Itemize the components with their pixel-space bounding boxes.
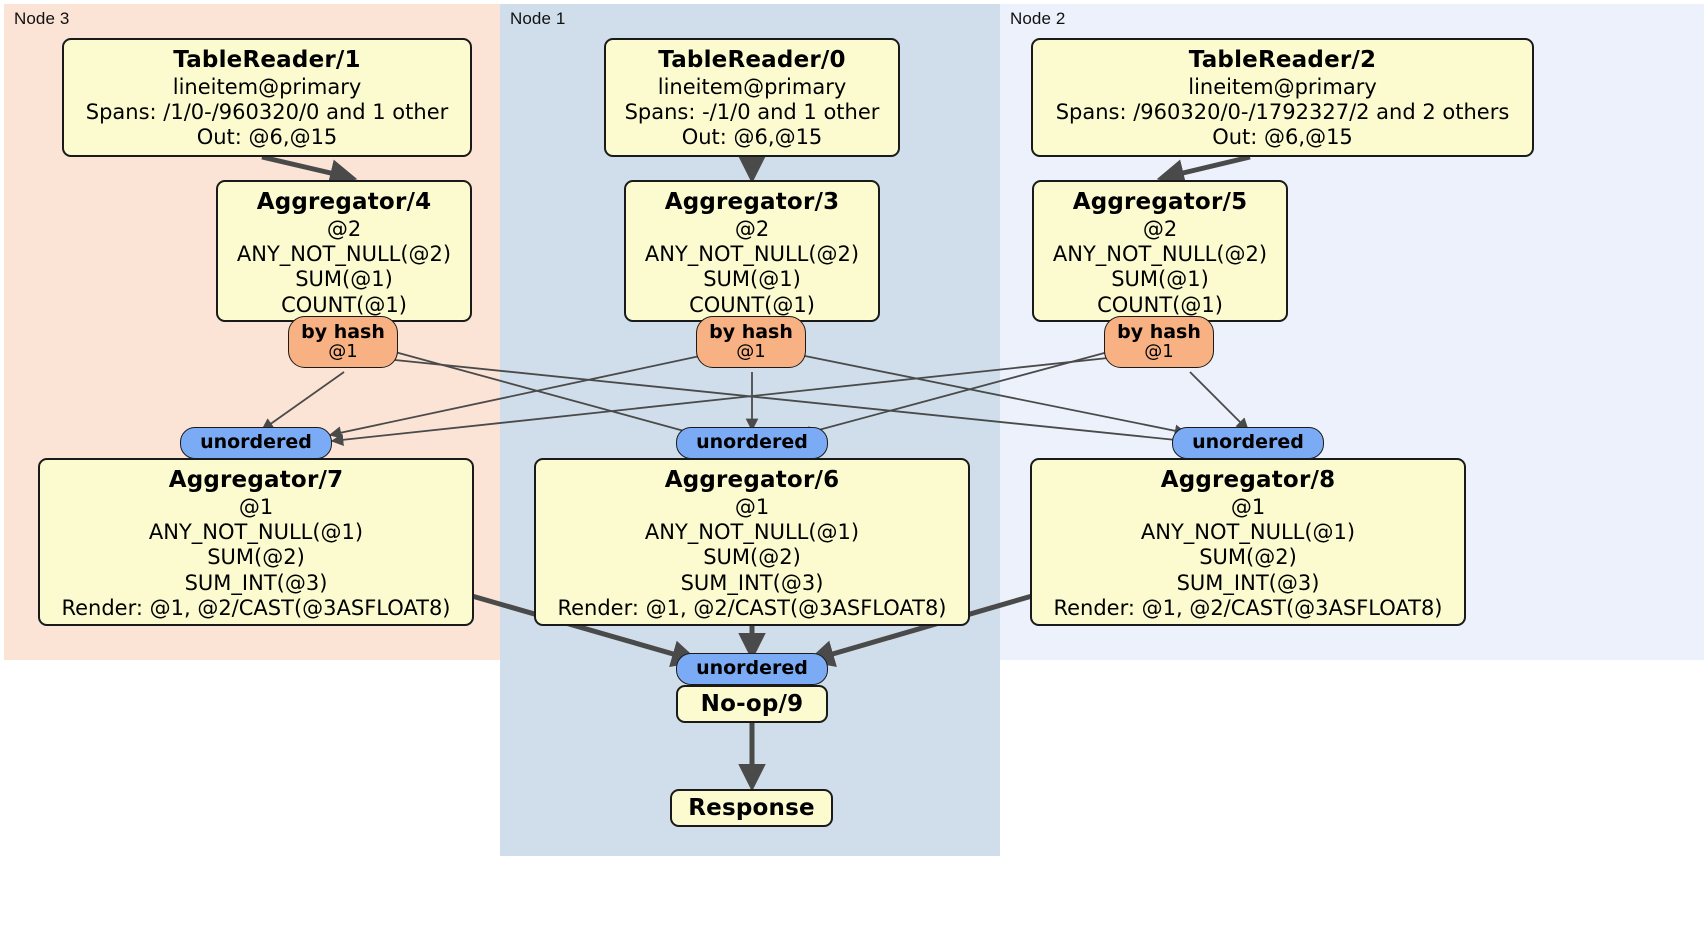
partition-node-1-label: Node 1	[510, 9, 566, 28]
processor-render-line: Render: @1, @2/CAST(@3ASFLOAT8)	[1053, 595, 1443, 620]
router-unordered-right[interactable]: unordered	[1172, 427, 1324, 459]
processor-line: ANY_NOT_NULL(@2)	[1052, 242, 1268, 267]
processor-title: TableReader/0	[658, 47, 846, 73]
router-kind-label: by hash	[709, 320, 793, 343]
processor-line: SUM(@2)	[207, 545, 305, 570]
router-column-label: @1	[736, 340, 766, 362]
processor-render-line: Render: @1, @2/CAST(@3ASFLOAT8)	[61, 595, 451, 620]
processor-tablereader-2[interactable]: TableReader/2 lineitem@primary Spans: /9…	[1031, 38, 1534, 157]
router-kind-label: by hash	[301, 320, 385, 343]
processor-line: SUM_INT(@3)	[184, 570, 328, 595]
processor-title: TableReader/2	[1188, 47, 1377, 73]
processor-line: COUNT(@1)	[1097, 292, 1223, 317]
router-kind-label: unordered	[1192, 431, 1304, 454]
processor-line: @2	[1142, 216, 1178, 241]
processor-render-line: Render: @1, @2/CAST(@3ASFLOAT8)	[557, 595, 947, 620]
processor-line: @2	[326, 216, 362, 241]
processor-line: ANY_NOT_NULL(@2)	[236, 242, 452, 267]
processor-line: lineitem@primary	[657, 74, 847, 99]
router-column-label: @1	[1144, 340, 1174, 362]
partition-node-2-label: Node 2	[1010, 9, 1066, 28]
processor-line: SUM(@1)	[703, 267, 801, 292]
processor-line: Out: @6,@15	[1212, 125, 1353, 150]
processor-line: COUNT(@1)	[281, 292, 407, 317]
processor-title: TableReader/1	[173, 47, 361, 73]
processor-line: SUM(@1)	[295, 267, 393, 292]
processor-aggregator-4[interactable]: Aggregator/4 @2 ANY_NOT_NULL(@2) SUM(@1)…	[216, 180, 472, 322]
processor-line: COUNT(@1)	[689, 292, 815, 317]
router-unordered-final[interactable]: unordered	[676, 653, 828, 685]
router-by-hash-right[interactable]: by hash @1	[1104, 316, 1214, 368]
processor-title: Aggregator/3	[664, 189, 840, 215]
processor-line: SUM_INT(@3)	[1176, 570, 1320, 595]
processor-line: ANY_NOT_NULL(@1)	[1140, 520, 1356, 545]
processor-line: Spans: /1/0-/960320/0 and 1 other	[85, 100, 449, 125]
router-unordered-left[interactable]: unordered	[180, 427, 332, 459]
processor-line: ANY_NOT_NULL(@2)	[644, 242, 860, 267]
processor-line: Spans: -/1/0 and 1 other	[624, 100, 880, 125]
router-unordered-center[interactable]: unordered	[676, 427, 828, 459]
processor-line: Spans: /960320/0-/1792327/2 and 2 others	[1055, 100, 1510, 125]
processor-title: Aggregator/4	[256, 189, 432, 215]
processor-line: Out: @6,@15	[196, 125, 338, 150]
processor-aggregator-7[interactable]: Aggregator/7 @1 ANY_NOT_NULL(@1) SUM(@2)…	[38, 458, 474, 626]
router-kind-label: unordered	[696, 431, 808, 454]
processor-line: @1	[1230, 494, 1266, 519]
router-column-label: @1	[328, 340, 358, 362]
processor-tablereader-0[interactable]: TableReader/0 lineitem@primary Spans: -/…	[604, 38, 900, 157]
processor-aggregator-8[interactable]: Aggregator/8 @1 ANY_NOT_NULL(@1) SUM(@2)…	[1030, 458, 1466, 626]
processor-line: SUM(@1)	[1111, 267, 1209, 292]
processor-line: lineitem@primary	[172, 74, 362, 99]
processor-noop-9[interactable]: No-op/9	[676, 685, 828, 723]
processor-line: @1	[734, 494, 770, 519]
router-by-hash-left[interactable]: by hash @1	[288, 316, 398, 368]
processor-aggregator-6[interactable]: Aggregator/6 @1 ANY_NOT_NULL(@1) SUM(@2)…	[534, 458, 970, 626]
processor-title: Aggregator/6	[664, 467, 840, 493]
processor-line: @2	[734, 216, 770, 241]
processor-response[interactable]: Response	[670, 789, 833, 827]
processor-title: Response	[688, 795, 815, 821]
processor-line: @1	[238, 494, 274, 519]
processor-line: ANY_NOT_NULL(@1)	[644, 520, 860, 545]
processor-line: Out: @6,@15	[681, 125, 823, 150]
partition-node-3-label: Node 3	[14, 9, 70, 28]
processor-title: Aggregator/7	[168, 467, 344, 493]
router-kind-label: by hash	[1117, 320, 1201, 343]
router-kind-label: unordered	[696, 657, 808, 680]
router-by-hash-center[interactable]: by hash @1	[696, 316, 806, 368]
processor-line: SUM_INT(@3)	[680, 570, 824, 595]
processor-aggregator-3[interactable]: Aggregator/3 @2 ANY_NOT_NULL(@2) SUM(@1)…	[624, 180, 880, 322]
router-kind-label: unordered	[200, 431, 312, 454]
processor-title: Aggregator/8	[1160, 467, 1336, 493]
processor-aggregator-5[interactable]: Aggregator/5 @2 ANY_NOT_NULL(@2) SUM(@1)…	[1032, 180, 1288, 322]
processor-line: ANY_NOT_NULL(@1)	[148, 520, 364, 545]
processor-tablereader-1[interactable]: TableReader/1 lineitem@primary Spans: /1…	[62, 38, 472, 157]
processor-line: SUM(@2)	[1199, 545, 1297, 570]
processor-title: Aggregator/5	[1072, 189, 1248, 215]
processor-title: No-op/9	[700, 691, 804, 717]
processor-line: SUM(@2)	[703, 545, 801, 570]
processor-line: lineitem@primary	[1188, 74, 1377, 99]
